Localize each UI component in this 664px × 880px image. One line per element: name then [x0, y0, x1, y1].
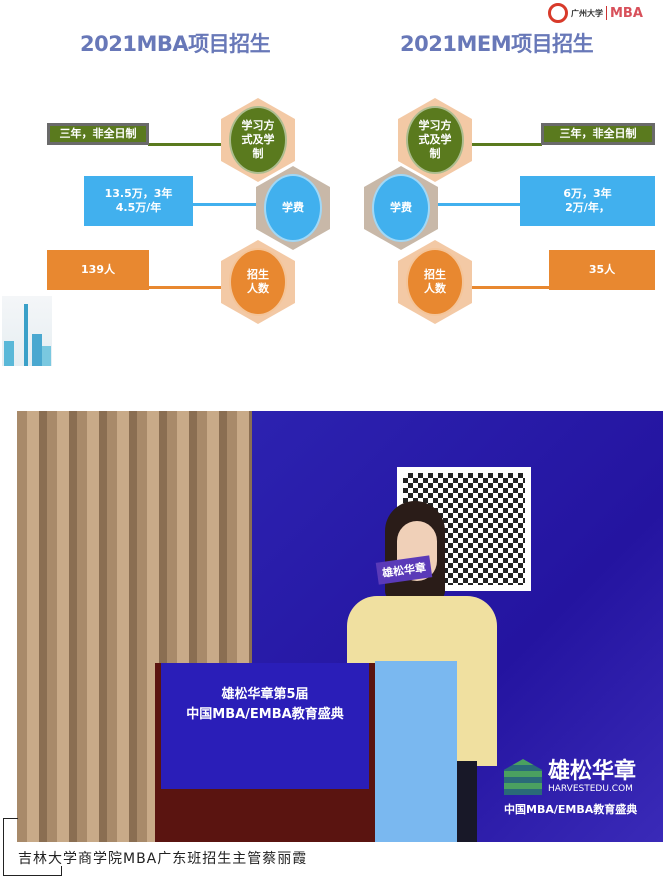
mba-study-value: 三年，非全日制 [47, 123, 149, 145]
mem-fee-total: 6万，3年 [563, 187, 612, 200]
mem-enroll-connector [460, 286, 550, 289]
logo-program: MBA [610, 5, 643, 21]
mem-study-label: 学习方式及学制 [406, 106, 464, 174]
logo-school-name: 广州大学 [571, 8, 603, 18]
city-skyline-thumbnail [2, 296, 52, 366]
brand-subtitle: 中国MBA/EMBA教育盛典 [504, 803, 638, 816]
mem-enroll-label: 招生人数 [406, 248, 464, 316]
podium-side [375, 661, 457, 842]
brand-name: 雄松华章 [548, 759, 637, 784]
podium-line-1: 雄松华章第5届 [221, 687, 309, 702]
harvestedu-chevron-icon [504, 759, 542, 795]
caption-bracket-bottom [3, 875, 62, 876]
mba-study-connector [148, 143, 238, 146]
university-emblem-icon [548, 3, 568, 23]
guangzhou-university-mba-logo: 广州大学 MBA [548, 2, 660, 24]
photo-caption: 吉林大学商学院MBA广东班招生主管蔡丽霞 [18, 851, 308, 867]
mem-title: 2021MEM项目招生 [400, 32, 594, 56]
mem-enroll-value: 35人 [549, 250, 655, 290]
mba-enroll-connector [148, 286, 238, 289]
mem-fee-label: 学费 [372, 174, 430, 242]
mba-enroll-label: 招生人数 [229, 248, 287, 316]
mem-fee-connector [420, 203, 520, 206]
podium: 雄松华章第5届 中国MBA/EMBA教育盛典 [155, 663, 375, 842]
mba-study-label: 学习方式及学制 [229, 106, 287, 174]
brand-url: HARVESTEDU.COM [548, 784, 633, 794]
podium-line-2: 中国MBA/EMBA教育盛典 [186, 707, 344, 722]
mba-fee-connector [193, 203, 273, 206]
mem-study-value: 三年，非全日制 [541, 123, 655, 145]
mem-study-connector [460, 143, 542, 146]
mba-fee-label: 学费 [264, 174, 322, 242]
mba-enroll-value: 139人 [47, 250, 149, 290]
caption-bracket [3, 818, 18, 876]
caption-bracket-tick [61, 866, 62, 876]
mba-fee-annual: 4.5万/年 [115, 201, 162, 214]
mem-fee-annual: 2万/年， [565, 201, 610, 214]
harvestedu-logo: 雄松华章 HARVESTEDU.COM 中国MBA/EMBA教育盛典 [504, 759, 663, 817]
mba-fee-total: 13.5万，3年 [104, 187, 173, 200]
event-photo: 雄松华章 雄松华章第5届 中国MBA/EMBA教育盛典 雄松华章 HARVEST… [17, 411, 663, 842]
mba-title: 2021MBA项目招生 [80, 32, 271, 56]
logo-divider [606, 6, 607, 20]
